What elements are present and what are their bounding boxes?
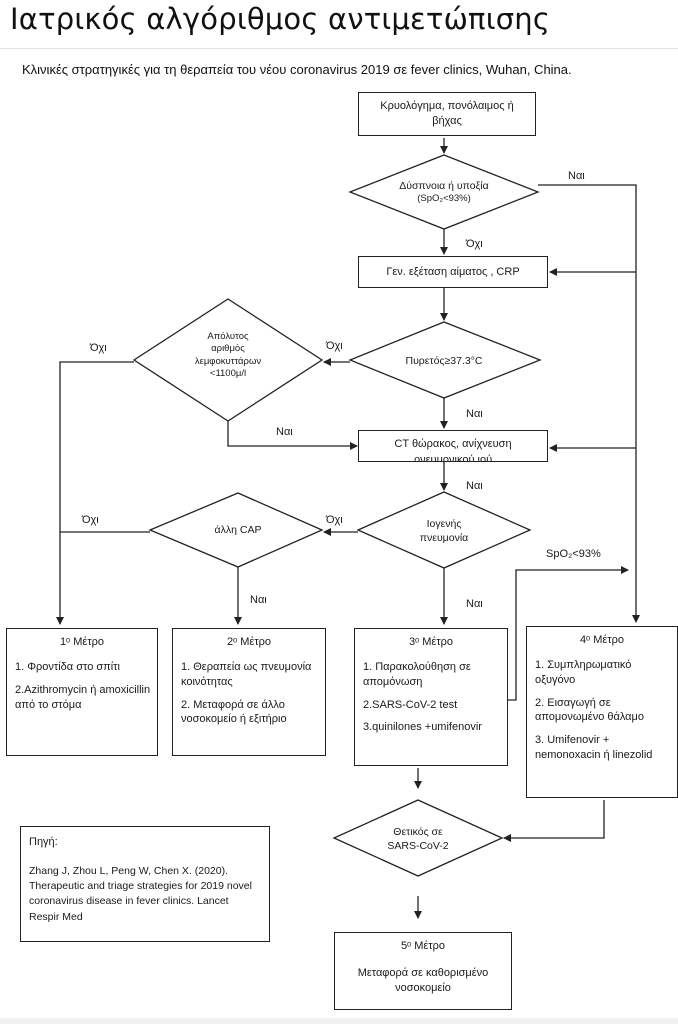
label-lymphocytes-yes: Ναι: [276, 426, 293, 438]
label-dyspnea-no: Όχι: [466, 238, 483, 250]
decision-dyspnea: Δύσπνοια ή υποξία (SpO₂<93%): [380, 174, 508, 210]
decision-lymphocytes: Απόλυτος αριθμός λεμφοκυττάρων <1100μ/l: [180, 331, 276, 383]
decision-lymphocytes-line2: αριθμός: [211, 343, 245, 355]
step-3-item: 1. Παρακολούθηση σε απομόνωση: [363, 660, 471, 688]
step-4-item: 1. Συμπληρωματικό οξυγόνο: [535, 658, 632, 686]
label-viral-yes: Ναι: [466, 598, 483, 610]
step-1-box: 1ᵒ Μέτρο 1. Φροντίδα στο σπίτι 2.Azithro…: [6, 628, 158, 756]
step-3-title: 3ᵒ Μέτρο: [408, 636, 454, 648]
step-1-item: 1. Φροντίδα στο σπίτι: [15, 660, 120, 673]
step-3-item: 2.SARS-CoV-2 test: [363, 698, 458, 711]
decision-viral-pneumonia-line1: Ιογενής: [426, 517, 462, 530]
bottom-edge: [0, 1018, 678, 1024]
decision-lymphocytes-line3: λεμφοκυττάρων: [194, 355, 262, 367]
label-fever-yes: Ναι: [466, 408, 483, 420]
step-3-item: 3.quinilones +umifenovir: [363, 721, 482, 734]
label-dyspnea-yes: Ναι: [568, 170, 585, 182]
node-ct-scan-line2: ρνευμονικού ιού: [413, 453, 493, 462]
step-2-item: 2. Μεταφορά σε άλλο νοσοκομείο ή εξιτήρι…: [181, 698, 287, 726]
node-start-text: Κρυολόγημα, πονόλαιμος ή βήχας: [380, 100, 514, 127]
decision-lymphocytes-line4: <1100μ/l: [209, 368, 247, 380]
decision-positive-shape: [332, 799, 504, 877]
label-spo2: SpO₂<93%: [546, 548, 601, 560]
label-ct-yes: Ναι: [466, 480, 483, 492]
label-viral-no: Όχι: [326, 514, 343, 526]
decision-positive-line1: Θετικός σε: [393, 825, 443, 838]
label-fever-no: Όχι: [326, 340, 343, 352]
decision-lymphocytes-line1: Απόλυτος: [207, 331, 249, 342]
step-5-item: Μεταφορά σε καθορισμένο νοσοκομείο: [357, 966, 489, 994]
step-3-box: 3ᵒ Μέτρο 1. Παρακολούθηση σε απομόνωση 2…: [354, 628, 508, 766]
step-5-box: 5ᵒ Μέτρο Μεταφορά σε καθορισμένο νοσοκομ…: [334, 932, 512, 1010]
decision-dyspnea-line1: Δύσπνοια ή υποξία: [399, 179, 489, 192]
step-2-title: 2ᵒ Μέτρο: [226, 636, 272, 648]
label-lymphocytes-no: Όχι: [90, 342, 107, 354]
node-ct-scan-line1: CT θώρακος, ανίχνευση: [394, 438, 512, 450]
decision-fever-text: Πυρετός≥37.3°C: [405, 354, 483, 367]
page-title: Ιατρικός αλγόριθμος αντιμετώπισης: [10, 2, 551, 36]
decision-positive-line2: SARS-CoV-2: [387, 840, 449, 852]
step-1-item: 2.Azithromycin ή amoxicillin από το στόμ…: [15, 683, 151, 711]
label-cap-yes: Ναι: [250, 594, 267, 606]
source-citation: Zhang J, Zhou L, Peng W, Chen X. (2020).…: [29, 864, 252, 923]
diagram-subtitle: Κλινικές στρατηγικές για τη θεραπεία του…: [22, 62, 572, 77]
decision-other-cap-text: άλλη CAP: [214, 523, 262, 536]
step-2-item: 1. Θεραπεία ως πνευμονία κοινότητας: [181, 660, 312, 688]
step-1-title: 1ᵒ Μέτρο: [59, 636, 105, 648]
node-blood-test-text: Γεν. εξέταση αίματος , CRP: [386, 265, 520, 278]
node-start: Κρυολόγημα, πονόλαιμος ή βήχας: [358, 92, 536, 136]
step-4-item: 3. Umifenovir + nemonoxacin ή linezolid: [535, 734, 653, 762]
step-5-title: 5ᵒ Μέτρο: [400, 940, 446, 952]
step-4-title: 4ᵒ Μέτρο: [579, 634, 625, 646]
decision-positive: Θετικός σε SARS-CoV-2: [364, 822, 472, 856]
decision-other-cap: άλλη CAP: [190, 520, 286, 540]
step-4-box: 4ᵒ Μέτρο 1. Συμπληρωματικό οξυγόνο 2. Ει…: [526, 626, 678, 798]
label-cap-no: Όχι: [82, 514, 99, 526]
title-divider: [0, 48, 678, 49]
decision-viral-pneumonia-line2: πνευμονία: [419, 532, 469, 544]
decision-dyspnea-line2: (SpO₂<93%): [417, 192, 471, 204]
decision-fever: Πυρετός≥37.3°C: [384, 351, 504, 371]
source-box: Πηγή: Zhang J, Zhou L, Peng W, Chen X. (…: [20, 826, 270, 942]
step-4-item: 2. Εισαγωγή σε απομονωμένο θάλαμο: [535, 696, 644, 724]
node-blood-test: Γεν. εξέταση αίματος , CRP: [358, 256, 548, 288]
node-ct-scan: CT θώρακος, ανίχνευση ρνευμονικού ιού: [358, 430, 548, 462]
source-heading: Πηγή:: [29, 836, 58, 848]
decision-viral-pneumonia: Ιογενής πνευμονία: [394, 514, 494, 548]
step-2-box: 2ᵒ Μέτρο 1. Θεραπεία ως πνευμονία κοινότ…: [172, 628, 326, 756]
